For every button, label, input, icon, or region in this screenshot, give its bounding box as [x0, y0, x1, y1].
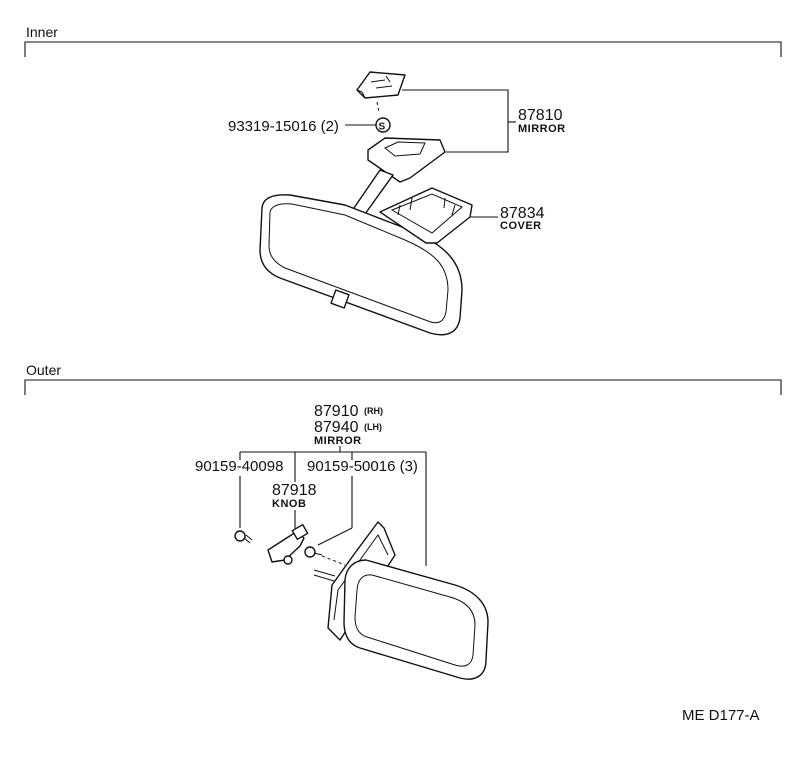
inner-cover-part-no: 87834 — [500, 205, 545, 222]
inner-mirror-body — [259, 194, 463, 336]
inner-mirror-name: MIRROR — [518, 123, 566, 135]
outer-knob-part-no: 87918 — [272, 482, 317, 499]
outer-mirror-side-rh: (RH) — [364, 406, 383, 416]
mirror-leader-top — [402, 89, 509, 153]
inner-mirror-part-no: 87810 — [518, 107, 563, 124]
outer-mirror-pin — [313, 569, 336, 582]
outer-screw-2-part-no: 90159-50016 (3) — [307, 458, 418, 475]
outer-section-bracket — [24, 379, 782, 395]
outer-section: Outer 87910 (RH) 87940 (LH) MIRROR 90159… — [24, 362, 782, 724]
screw-symbol: S — [375, 117, 391, 133]
outer-mirror-body — [327, 521, 489, 680]
outer-mirror-part-no-lh: 87940 — [314, 419, 359, 436]
outer-mirror-name: MIRROR — [314, 435, 362, 447]
outer-knob — [267, 523, 309, 565]
outer-leader-tree — [239, 446, 427, 566]
inner-screw-part-no: 93319-15016 (2) — [228, 118, 339, 135]
inner-section-bracket — [24, 41, 782, 57]
outer-mirror-part-no-rh: 87910 — [314, 403, 359, 420]
mirror-mount-bracket — [356, 71, 406, 99]
screw-symbol-letter: S — [379, 122, 386, 133]
inner-section-title: Inner — [26, 24, 58, 40]
inner-cover-name: COVER — [500, 220, 542, 232]
outer-screw-2 — [304, 546, 346, 566]
outer-mirror-side-lh: (LH) — [364, 422, 382, 432]
diagram-code: ME D177-A — [682, 707, 760, 724]
inner-section: Inner S 93319-15016 (2) — [24, 24, 782, 336]
outer-section-title: Outer — [26, 362, 61, 378]
outer-knob-name: KNOB — [272, 498, 306, 510]
outer-screw-1-part-no: 90159-40098 — [195, 458, 283, 475]
outer-screw-1 — [234, 530, 253, 544]
screw-leader-dash — [376, 101, 380, 113]
